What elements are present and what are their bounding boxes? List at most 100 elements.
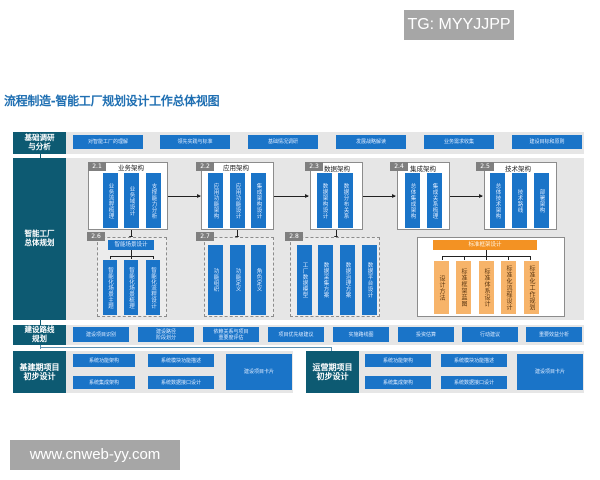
scenario-col: 智能化流程设计 — [146, 260, 160, 315]
row4-right-item: 系统集成架构 — [365, 376, 431, 389]
flow-line — [486, 256, 487, 260]
row3-connector — [40, 347, 332, 348]
standard-col: 标准化工作规划 — [524, 261, 539, 314]
row4-right-item: 系统功能架构 — [365, 354, 431, 367]
arch-num: 2.5 — [476, 162, 494, 171]
row1-item: 领先实践与标准 — [160, 135, 230, 149]
flow-line — [450, 196, 482, 197]
flow-line — [442, 256, 443, 260]
flow-line — [153, 256, 154, 259]
arch-col: 技术路线 — [512, 173, 527, 228]
row3-item: 项目优先级建议 — [268, 327, 324, 342]
row1-connector — [40, 154, 41, 158]
row4-right-item: 系统模块功能描述 — [441, 354, 507, 367]
arch-num: 2.6 — [87, 232, 105, 241]
arch-col: 总体技术架构 — [490, 173, 505, 228]
row3-item: 建设项目识别 — [73, 327, 129, 342]
arch-col: 应用功能架构 — [208, 173, 223, 228]
data-plan-col: 数据治理方案 — [340, 245, 355, 315]
arch-title: 数据架构 — [324, 165, 350, 173]
arch-num: 2.7 — [196, 232, 214, 241]
row1-label: 基础调研 与分析 — [13, 132, 66, 154]
scenario-header: 智能场景设计 — [108, 240, 154, 250]
row4-left-label: 基建期项目 初步设计 — [13, 351, 66, 393]
row3-item: 行动建议 — [462, 327, 518, 342]
function-col: 功能定义 — [230, 245, 245, 315]
data-plan-col: 数据平台设计 — [362, 245, 377, 315]
arch-col: 数据架构设计 — [317, 173, 332, 228]
row3-item: 依赖关系与项目 重要度评估 — [203, 327, 259, 342]
arch-col: 部署架构 — [534, 173, 549, 228]
data-plan-col: 数据采集方案 — [318, 245, 333, 315]
flow-line — [131, 256, 132, 259]
row1-item: 建设目标和原则 — [512, 135, 582, 149]
row3-item: 建设路径 阶段划分 — [138, 327, 194, 342]
flow-line — [237, 230, 238, 237]
row4-left-card: 建设项目卡片 — [226, 354, 292, 390]
function-col: 功能组织 — [208, 245, 223, 315]
arch-title: 技术架构 — [505, 165, 531, 173]
row2-connector — [40, 320, 41, 325]
arch-col: 应用功能设计 — [230, 173, 245, 228]
arch-col: 集成架构设计 — [251, 173, 266, 228]
flow-line — [486, 250, 487, 256]
row4-left-item: 系统数据接口设计 — [148, 376, 214, 389]
flow-line — [363, 196, 395, 197]
flow-line — [131, 250, 132, 256]
arch-title: 应用架构 — [223, 164, 249, 172]
row3-band — [66, 325, 584, 345]
standard-col: 标准化流程设计 — [501, 261, 516, 314]
arch-num: 2.4 — [390, 162, 408, 171]
flow-line — [336, 230, 337, 237]
arch-num: 2.8 — [285, 232, 303, 241]
row1-item: 基础情况调研 — [248, 135, 318, 149]
standard-col: 标准框架蓝图 — [456, 261, 471, 314]
row1-item: 对智能工厂的理解 — [73, 135, 143, 149]
row4-left-item: 系统模块功能描述 — [148, 354, 214, 367]
watermark-bottom: www.cnweb-yy.com — [10, 440, 180, 470]
standard-col: 设计方法 — [434, 261, 449, 314]
arch-col: 数据分布关系 — [338, 173, 353, 228]
scenario-col: 智能化场景主题 — [103, 260, 117, 315]
flow-line — [464, 256, 465, 260]
arch-col: 业务流程梳理 — [103, 173, 118, 228]
arch-num: 2.2 — [196, 162, 214, 171]
watermark-top: TG: MYYJJPP — [404, 10, 514, 40]
row1-item: 业务需求收集 — [424, 135, 494, 149]
arch-col: 总体集成架构 — [405, 173, 420, 228]
arch-col: 集成关系梳理 — [427, 173, 442, 228]
row3-label: 建设路线 规划 — [13, 325, 66, 345]
flow-line — [274, 196, 308, 197]
row4-right-item: 系统数据接口设计 — [441, 376, 507, 389]
arrow-right-icon — [197, 193, 201, 198]
row3-connector — [331, 347, 332, 351]
row1-band — [66, 132, 584, 154]
row3-item: 实施路线图 — [333, 327, 389, 342]
standard-header: 标准框架设计 — [433, 240, 537, 250]
row4-left-item: 系统集成架构 — [73, 376, 135, 389]
arch-title: 业务架构 — [118, 164, 144, 172]
arch-col: 支撑能力分析 — [146, 173, 161, 228]
arch-title: 集成架构 — [410, 165, 436, 173]
flow-line — [168, 196, 200, 197]
arrow-right-icon — [479, 193, 483, 198]
row2-label: 智能工厂 总体规划 — [13, 158, 66, 320]
arch-num: 2.1 — [88, 162, 106, 171]
diagram-title: 流程制造-智能工厂规划设计工作总体视图 — [4, 94, 220, 108]
flow-line — [508, 256, 509, 260]
row3-item: 投资估算 — [398, 327, 454, 342]
row1-item: 发展战略解读 — [336, 135, 406, 149]
arch-col: 业务域设计 — [124, 173, 139, 228]
arrow-right-icon — [305, 193, 309, 198]
function-col: 角色定义 — [251, 245, 266, 315]
scenario-col: 智能化场景梳理 — [124, 260, 138, 315]
flow-line — [131, 230, 132, 237]
arrow-right-icon — [392, 193, 396, 198]
row4-right-card: 建设项目卡片 — [517, 354, 583, 390]
row3-item: 重要效益分析 — [526, 327, 582, 342]
flow-line — [530, 256, 531, 260]
standard-col: 标准体系设计 — [479, 261, 494, 314]
row4-right-label: 运营期项目 初步设计 — [306, 351, 359, 393]
row4-left-item: 系统功能架构 — [73, 354, 135, 367]
flow-line — [110, 256, 111, 259]
